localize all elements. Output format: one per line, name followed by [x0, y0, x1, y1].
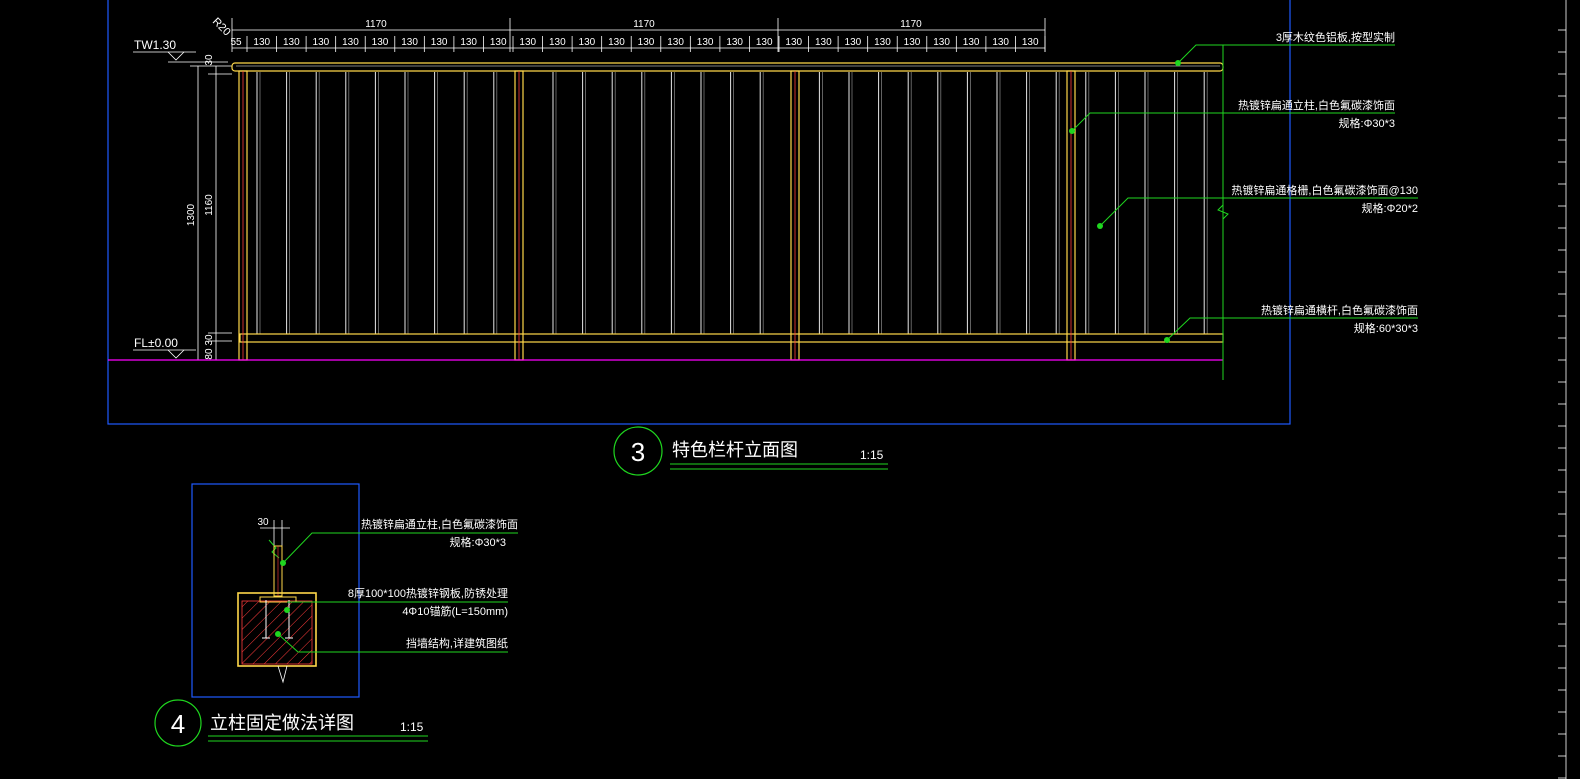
spacing-dim: 130 — [401, 37, 418, 48]
title-number-circle — [613, 426, 663, 476]
detail-title-number: 4 — [171, 709, 185, 739]
overall-height-dim: 1300 — [186, 203, 197, 226]
detail-leaders — [277, 532, 518, 653]
detail-label-anchor: 4Φ10锚筋(L=150mm) — [402, 604, 508, 618]
spacing-dim: 130 — [253, 37, 270, 48]
top-dim-1: 1170 — [365, 19, 387, 30]
label-rail-spec: 规格:60*30*3 — [1354, 321, 1418, 335]
level-marker-bottom — [133, 349, 196, 359]
spacing-dim: 130 — [756, 37, 773, 48]
leader-dots — [1069, 60, 1181, 343]
spacing-dim: 130 — [549, 37, 566, 48]
detail-number-circle — [154, 699, 202, 747]
spacing-dim: 130 — [283, 37, 300, 48]
posts — [238, 70, 1076, 361]
elevation-title-block — [613, 426, 888, 476]
spacing-dim: 130 — [608, 37, 625, 48]
detail-label-post-spec: 规格:Φ30*3 — [450, 535, 506, 549]
spacing-dim: 130 — [431, 37, 448, 48]
spacing-dim: 130 — [490, 37, 507, 48]
detail-top-dimension — [260, 520, 290, 548]
spacing-dim: 130 — [874, 37, 891, 48]
label-post: 热镀锌扁通立柱,白色氟碳漆饰面 — [1238, 98, 1395, 112]
detail-dim-top: 30 — [257, 517, 269, 528]
spacing-dim: 130 — [726, 37, 743, 48]
spacing-dim: 130 — [963, 37, 980, 48]
label-aluminum-top: 3厚木纹色铝板,按型实制 — [1276, 30, 1395, 44]
middle-height-dim: 1160 — [204, 194, 215, 216]
detail-label-plate: 8厚100*100热镀锌钢板,防锈处理 — [348, 586, 508, 600]
railing — [108, 45, 1229, 380]
spacing-dim: 130 — [342, 37, 359, 48]
label-rail: 热镀锌扁通横杆,白色氟碳漆饰面 — [1261, 303, 1418, 317]
elevation-title-number: 3 — [631, 437, 645, 467]
spacing-dim: 130 — [638, 37, 655, 48]
detail-anchor-bars — [262, 600, 293, 639]
top-rail-dim: 30 — [204, 54, 215, 66]
spacing-dim: 130 — [372, 37, 389, 48]
right-edge-ruler — [1558, 0, 1567, 779]
post-detail-view: 30 热镀锌扁通立柱,白色氟碳漆饰面 规格:Φ30*3 8厚100*1 — [154, 483, 518, 747]
label-grille: 热镀锌扁通格栅,白色氟碳漆饰面@130 — [1231, 183, 1418, 197]
spacing-dim: 130 — [845, 37, 862, 48]
elevation-title: 特色栏杆立面图 — [672, 440, 798, 460]
base-height-dim: 80 — [204, 348, 215, 360]
spacing-dim: 130 — [785, 37, 802, 48]
level-top-label: TW1.30 — [134, 38, 176, 52]
spacing-dim: 130 — [933, 37, 950, 48]
handrail — [231, 62, 1224, 72]
top-dim-2: 1170 — [633, 19, 655, 30]
spacing-dim: 130 — [460, 37, 477, 48]
spacing-dim: 130 — [579, 37, 596, 48]
detail-steel-plate — [259, 596, 297, 603]
detail-scale: 1:15 — [400, 720, 424, 734]
elevation-leaders — [1071, 44, 1418, 341]
top-dimension-chain — [231, 18, 1046, 52]
elevation-scale: 1:15 — [860, 448, 884, 462]
level-bottom-label: FL±0.00 — [134, 336, 178, 350]
detail-title-block — [154, 699, 428, 747]
elevation-frame — [107, 0, 1291, 425]
bottom-rail-dim: 30 — [204, 334, 215, 346]
spacing-dim: 130 — [815, 37, 832, 48]
first-space-dim: 55 — [230, 37, 242, 48]
spacing-dim: 130 — [667, 37, 684, 48]
radius-label: R20 — [210, 16, 233, 39]
spacing-dim: 130 — [313, 37, 330, 48]
top-dim-3: 1170 — [900, 19, 922, 30]
vertical-bars — [256, 72, 1208, 334]
detail-label-wall: 挡墙结构,详建筑图纸 — [406, 636, 508, 650]
spacing-dim: 130 — [697, 37, 714, 48]
detail-base — [237, 592, 317, 667]
spacing-dim: 130 — [519, 37, 536, 48]
detail-frame — [191, 483, 360, 698]
level-marker-top — [133, 51, 228, 63]
bar-spacing-dims: 130 130 130 130 130 130 130 130 130 130 130 130 130 1… — [253, 37, 1039, 48]
detail-leader-dots — [275, 560, 290, 637]
spacing-dim: 130 — [1022, 37, 1039, 48]
spacing-dim: 130 — [904, 37, 921, 48]
detail-title: 立柱固定做法详图 — [210, 713, 354, 733]
spacing-dim: 130 — [992, 37, 1009, 48]
label-post-spec: 规格:Φ30*3 — [1339, 116, 1395, 130]
detail-label-post: 热镀锌扁通立柱,白色氟碳漆饰面 — [361, 517, 518, 531]
label-grille-spec: 规格:Φ20*2 — [1362, 201, 1418, 215]
